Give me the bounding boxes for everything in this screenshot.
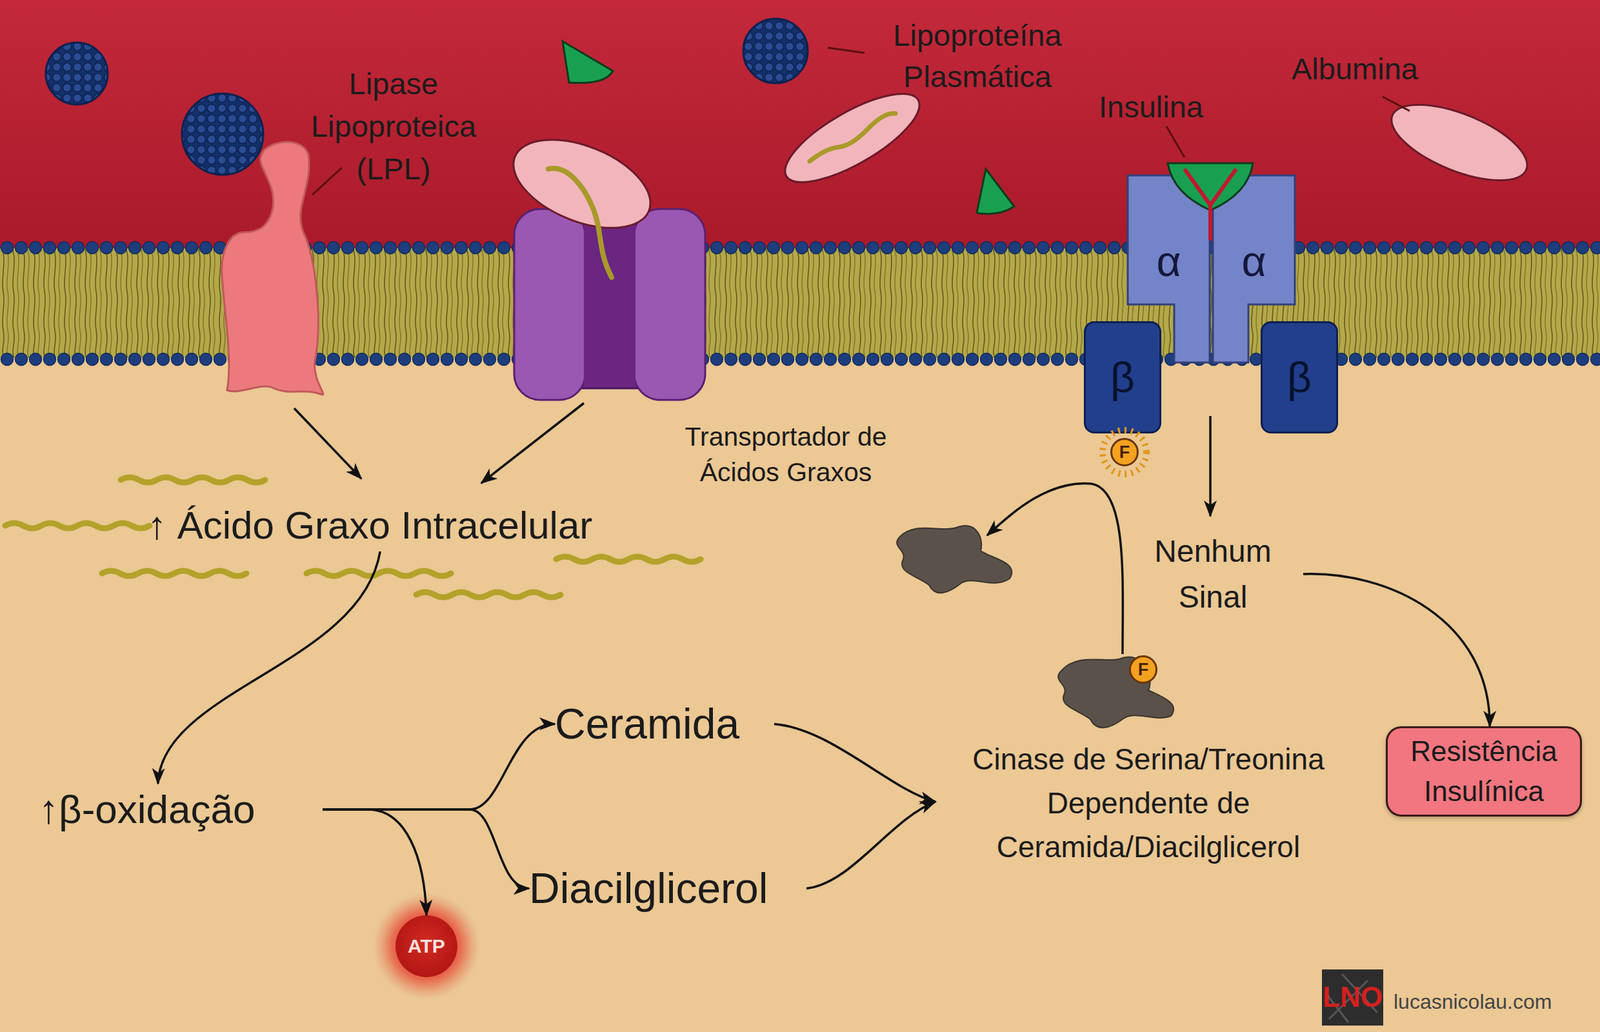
fatty-acid-transporter <box>514 209 706 400</box>
node-text: ↑β-oxidação <box>38 783 256 836</box>
lipoprotein-particle <box>181 93 264 175</box>
albumin-with-fatty-acid <box>500 77 931 278</box>
flow-connector <box>774 724 936 802</box>
insulin-bound <box>1167 163 1253 240</box>
beta-subunit: β <box>1083 321 1162 434</box>
phosphate-circle: F <box>1110 438 1139 467</box>
node-text: β <box>1287 356 1312 399</box>
outcome-box: Resistência Insulínica <box>1385 726 1582 817</box>
node-text: Ceramida <box>554 700 740 749</box>
node-text: ATP <box>407 936 446 957</box>
node-text: F <box>1138 661 1150 679</box>
watermark: lucasnicolau.com <box>1393 989 1595 1015</box>
logo-box <box>1321 969 1384 1026</box>
leader-line <box>312 47 1410 195</box>
fatty-acid-chain <box>5 477 701 598</box>
callout-label: Insulina <box>1086 86 1216 128</box>
node-text: α <box>1212 175 1295 283</box>
beta-subunit: β <box>1260 321 1339 434</box>
node-text: α <box>1127 175 1210 283</box>
process-text: ↑β-oxidação <box>38 783 323 836</box>
callout-label: Lipoproteína Plasmática <box>867 14 1088 98</box>
flow-connector <box>158 551 380 784</box>
atp-glow <box>373 893 480 1000</box>
node-text: Diacilglicerol <box>529 864 768 913</box>
flow-connector <box>322 809 530 890</box>
process-text: ↑ Ácido Graxo Intracelular <box>147 500 702 552</box>
process-text: Cinase de Serina/Treonina Dependente de … <box>935 735 1362 871</box>
node-text: ↑ Ácido Graxo Intracelular <box>147 500 593 552</box>
flow-connector <box>322 723 555 810</box>
blood-plasma <box>0 0 1600 249</box>
node-text: F <box>1119 443 1131 462</box>
node-text: Resistência Insulínica <box>1387 731 1580 812</box>
process-text: Diacilglicerol <box>529 864 807 913</box>
process-text: Nenhum Sinal <box>1122 525 1304 623</box>
logo-text: LNO <box>1321 979 1384 1016</box>
node-text: Nenhum Sinal <box>1122 528 1304 620</box>
atp-circle: ATP <box>395 915 458 978</box>
flow-connector <box>1303 574 1490 727</box>
albumin <box>1381 89 1538 197</box>
phosphate-rays <box>1102 430 1147 475</box>
flow-connector <box>806 801 936 890</box>
flow-connector <box>322 809 427 916</box>
process-text: Ceramida <box>554 700 775 749</box>
kinase-protein <box>896 525 1174 728</box>
callout-label: Lipase Lipoproteica (LPL) <box>290 62 497 191</box>
node-text: Cinase de Serina/Treonina Dependente de … <box>935 737 1362 870</box>
node-text: β <box>1110 356 1135 399</box>
callout-label: Transportador de Ácidos Graxos <box>664 419 908 491</box>
phosphate-circle: F <box>1129 655 1158 684</box>
lpl-enzyme <box>221 141 324 395</box>
callout-label: Albumina <box>1283 48 1426 90</box>
